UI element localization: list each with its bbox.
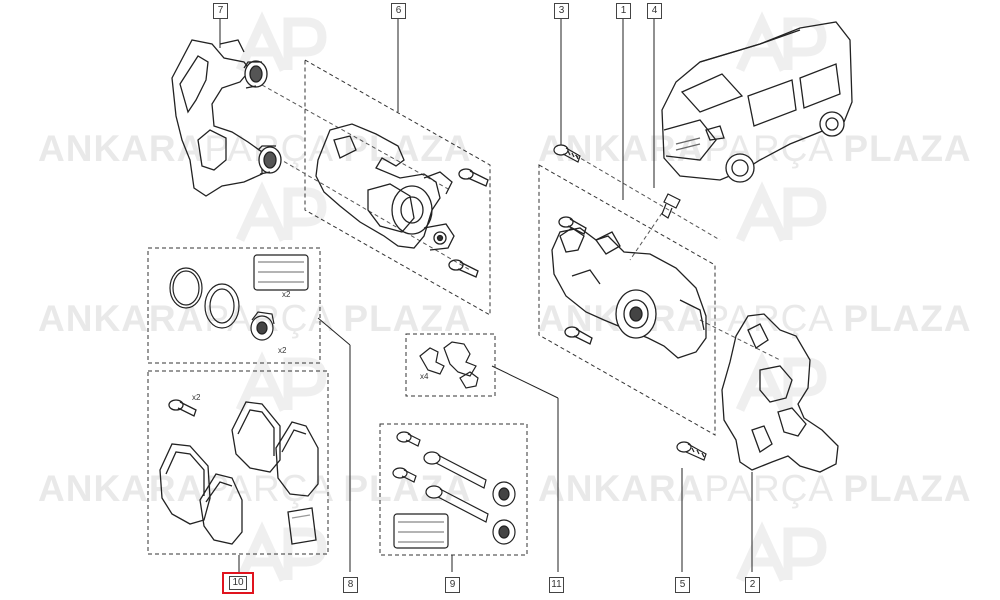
frame-seal-kit-8 [147,247,321,364]
bleed-screw-4 [661,193,681,219]
bolt-3 [553,144,581,163]
caliper-bracket-2 [721,313,839,473]
callout-4[interactable]: 4 [647,3,662,19]
leader-8-diag [317,317,351,346]
callout-9[interactable]: 9 [445,577,460,593]
callout-7[interactable]: 7 [213,3,228,19]
callout-3[interactable]: 3 [554,3,569,19]
brake-pads-10 [159,399,319,545]
vehicle-illustration [661,21,853,183]
quantity-bolt: x2 [192,393,201,402]
leader-11-diag [491,365,559,399]
callout-10-label: 10 [229,576,247,590]
callout-2[interactable]: 2 [745,577,760,593]
callout-5[interactable]: 5 [675,577,690,593]
caliper-body-1 [551,216,707,359]
bolt-5 [676,441,707,461]
quantity-spring: x2 [282,290,291,299]
frame-caliper-assembly-1 [538,164,716,436]
frame-clip-kit-11 [405,333,496,397]
quantity-clip: x4 [420,372,429,381]
caliper-bracket-7 [171,39,282,197]
callout-1[interactable]: 1 [616,3,631,19]
frame-guide-pin-kit-9 [379,423,528,556]
callout-11[interactable]: 11 [549,577,564,593]
callout-8[interactable]: 8 [343,577,358,593]
guide-pin-kit-contents-9 [392,431,516,549]
frame-pad-kit-10 [147,370,329,555]
quantity-seal: x2 [278,346,287,355]
callout-6[interactable]: 6 [391,3,406,19]
caliper-body-6 [315,123,489,278]
seal-kit-contents-8 [169,254,309,341]
frame-caliper-assembly-6 [304,59,491,316]
clip-kit-contents-11 [419,341,479,389]
callout-10-highlighted[interactable]: 10 [222,572,254,594]
